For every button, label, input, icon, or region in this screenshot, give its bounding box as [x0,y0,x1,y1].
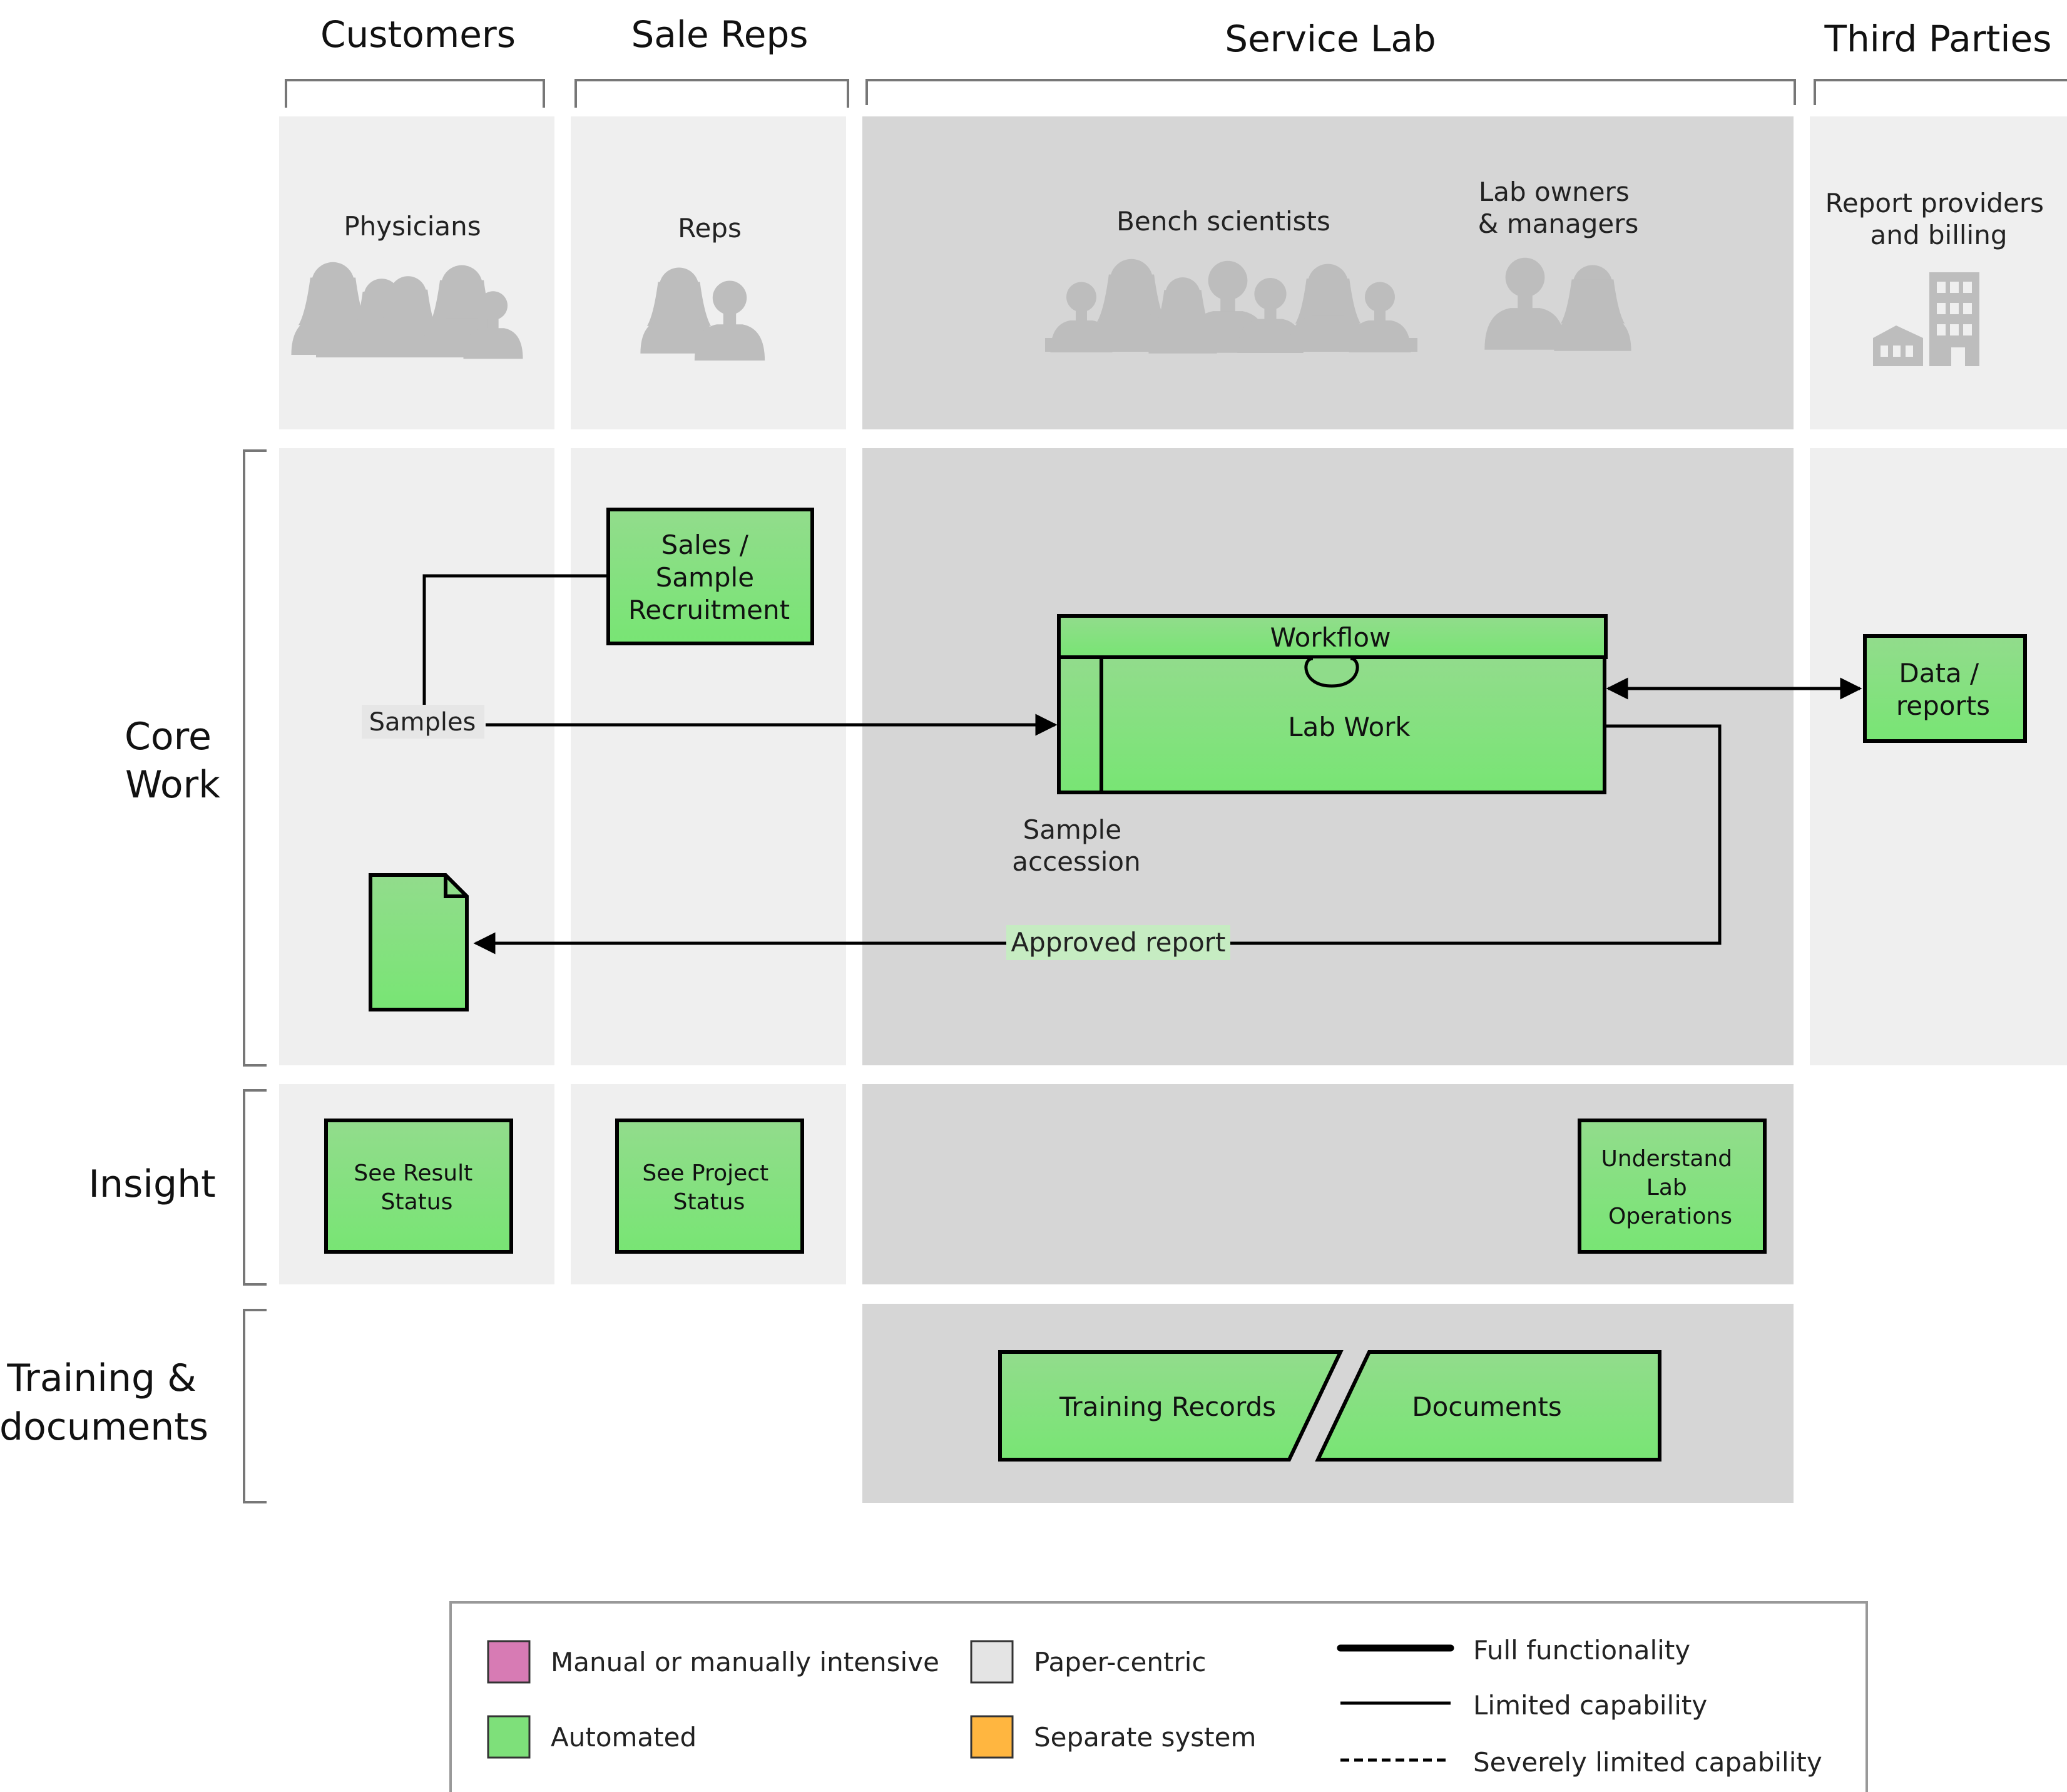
approved-report-label: Approved report [1011,927,1225,958]
legend: Manual or manually intensive Automated P… [449,1601,1868,1792]
legend-label-separate: Separate system [1034,1722,1256,1753]
legend-swatch-manual [487,1640,531,1684]
column-header-service-lab: Service Lab [1225,18,1436,60]
workflow-label: Workflow [1270,622,1391,653]
column-brackets [285,79,2067,108]
samples-label: Samples [369,708,476,737]
see-result-status-box[interactable] [324,1119,513,1254]
column-header-customers: Customers [320,13,516,56]
lab-work-label: Lab Work [1288,712,1411,742]
documents-box[interactable] [1315,1350,1661,1462]
legend-label-limited: Limited capability [1473,1690,1707,1721]
data-reports-label: Data / reports [1896,658,1990,721]
see-project-status-box[interactable] [615,1119,804,1254]
report-document-fold-icon [444,875,467,898]
connector-recruitment-samples [422,574,608,706]
see-result-status-label: See Result Status [354,1160,479,1215]
actor-label-report-providers: Report providers and billing [1825,188,2053,250]
row-label-core-work: Core Work [125,715,223,807]
report-document-icon [369,873,469,1011]
training-records-label: Training Records [1059,1391,1276,1422]
sales-recruitment-label: Sales / Sample Recruitment [628,530,790,625]
physicians-people-icon [291,262,523,359]
legend-swatch-automated [487,1715,531,1759]
actor-label-lab-owners: Lab owners & managers [1478,177,1639,239]
documents-label: Documents [1412,1391,1561,1422]
row-label-training: Training & documents [0,1356,208,1449]
column-header-sale-reps: Sale Reps [631,13,808,56]
row-brackets [243,449,267,1503]
workflow-lab-work-box[interactable] [1057,614,1608,794]
understand-lab-ops-label: Understand Lab Operations [1601,1146,1739,1229]
row-label-insight: Insight [88,1162,215,1206]
legend-swatch-paper [970,1640,1014,1684]
data-reports-box[interactable] [1863,634,2027,743]
legend-label-full: Full functionality [1473,1635,1690,1666]
samples-label-bg [362,705,484,739]
legend-label-manual: Manual or manually intensive [551,1647,939,1677]
approved-report-label-bg [1006,925,1230,960]
actor-label-reps: Reps [678,213,742,243]
bench-scientists-people-icon [1045,259,1417,354]
training-records-box[interactable] [998,1350,1344,1462]
understand-lab-ops-box[interactable] [1578,1119,1767,1254]
building-icon [1873,272,1979,366]
sales-recruitment-box[interactable] [606,508,814,645]
legend-label-severely: Severely limited capability [1473,1747,1822,1778]
actor-label-bench-scientists: Bench scientists [1116,206,1330,237]
see-project-status-label: See Project Status [642,1160,775,1215]
legend-label-automated: Automated [551,1722,697,1753]
column-header-third-parties: Third Parties [1824,18,2052,60]
legend-swatch-separate [970,1715,1014,1759]
sample-accession-label: Sample accession [1012,814,1141,877]
actor-label-physicians: Physicians [344,211,481,242]
legend-label-paper: Paper-centric [1034,1647,1206,1677]
